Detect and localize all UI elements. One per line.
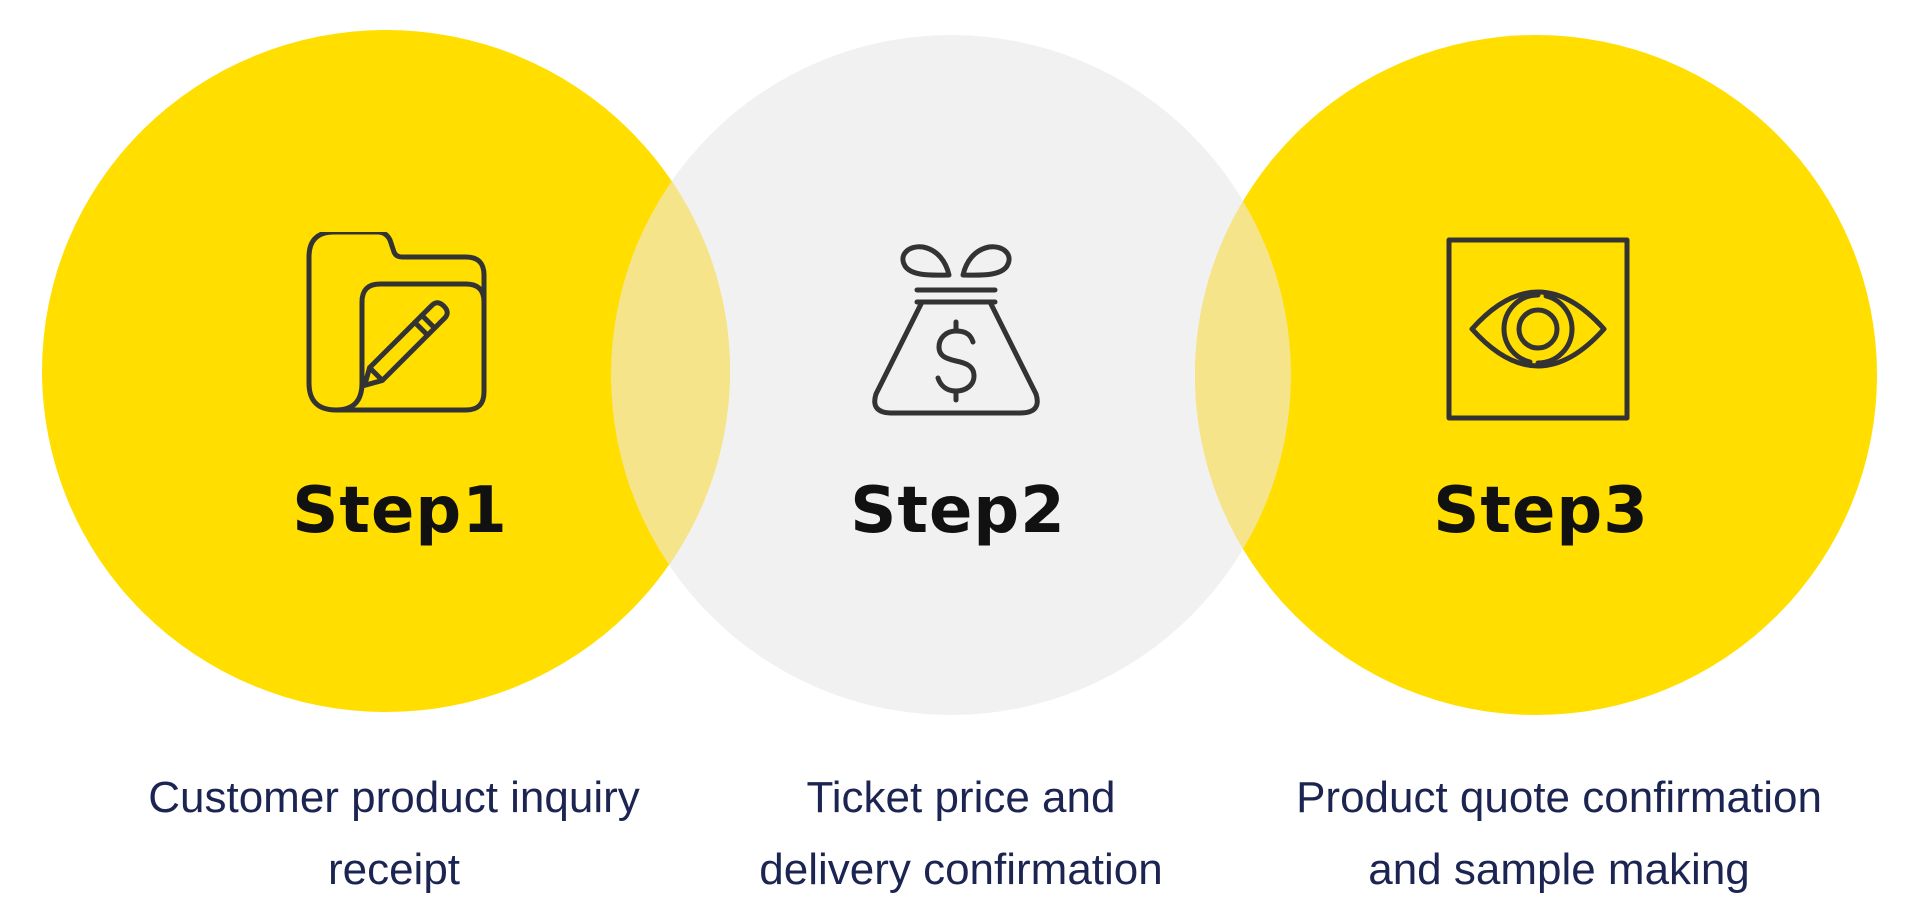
step1-description-line2: receipt	[327, 845, 461, 894]
step1-description: Customer product inquiry receipt	[94, 762, 694, 906]
step2-description: Ticket price and delivery confirmation	[661, 762, 1261, 906]
money-bag-icon	[870, 242, 1042, 422]
folder-pencil-icon	[306, 232, 492, 416]
step3-circle	[1195, 35, 1877, 715]
step2-description-line2: delivery confirmation	[759, 845, 1163, 894]
step2-description-line1: Ticket price and	[806, 773, 1116, 822]
step1-description-line1: Customer product inquiry	[148, 773, 640, 822]
step3-description-line2: and sample making	[1368, 845, 1750, 894]
step3-description-line1: Product quote confirmation	[1296, 773, 1822, 822]
step2-title: Step2	[850, 474, 1066, 548]
eye-box-icon	[1446, 237, 1630, 421]
step1-title: Step1	[292, 474, 508, 548]
step3-description: Product quote confirmation and sample ma…	[1259, 762, 1859, 906]
step3-title: Step3	[1433, 474, 1649, 548]
